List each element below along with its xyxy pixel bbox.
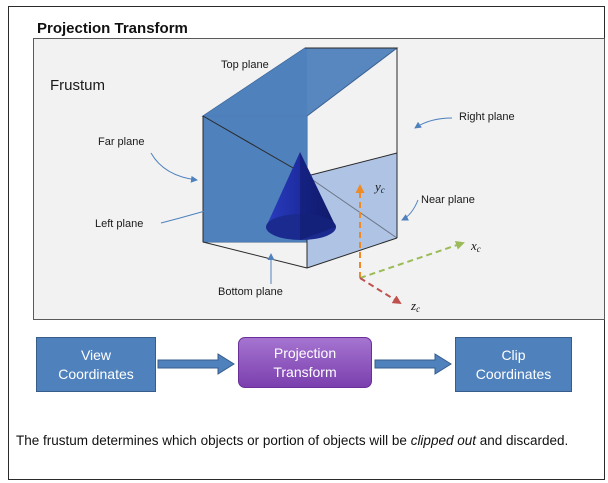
top-plane-label: Top plane (221, 59, 269, 71)
top-plane-callout (269, 73, 295, 100)
right-plane-label: Right plane (459, 111, 515, 123)
caption-emphasis: clipped out (410, 433, 476, 448)
clip-coordinates-line1: Clip (501, 346, 526, 363)
flow-arrow-1 (157, 353, 235, 375)
projection-transform-line1: Projection (273, 344, 337, 361)
bottom-plane-label: Bottom plane (218, 286, 283, 298)
camera-axes (355, 184, 465, 305)
view-coordinates-line2: Coordinates (58, 365, 134, 382)
cone (266, 152, 336, 240)
near-plane-label: Near plane (421, 194, 475, 206)
x-axis-label: xc (470, 238, 481, 254)
left-plane-label: Left plane (95, 218, 143, 230)
callout-arrows (150, 73, 453, 284)
projection-transform-line2: Transform (273, 363, 337, 380)
view-coordinates-line1: View (80, 346, 112, 363)
z-axis-label: zc (410, 298, 420, 314)
near-plane-shaded (307, 153, 397, 268)
right-plane-callout (414, 117, 453, 129)
y-axis-label: yc (373, 179, 385, 195)
near-plane-callout (401, 199, 419, 221)
z-axis (359, 277, 402, 305)
left-plane-face (203, 48, 307, 242)
flow-arrows (157, 353, 452, 375)
x-axis (359, 240, 465, 279)
far-plane-label: Far plane (98, 136, 144, 148)
frustum-edges (202, 47, 398, 269)
clip-coordinates-line2: Coordinates (475, 365, 552, 382)
flow-arrow-2 (374, 353, 452, 375)
caption-before: The frustum determines which objects or … (16, 433, 411, 448)
left-plane-callout (160, 199, 239, 224)
far-plane-callout (150, 152, 198, 183)
slide-title: Projection Transform (37, 20, 188, 37)
frustum-label: Frustum (50, 77, 105, 94)
caption: The frustum determines which objects or … (16, 431, 591, 451)
caption-after: and discarded. (476, 433, 569, 448)
